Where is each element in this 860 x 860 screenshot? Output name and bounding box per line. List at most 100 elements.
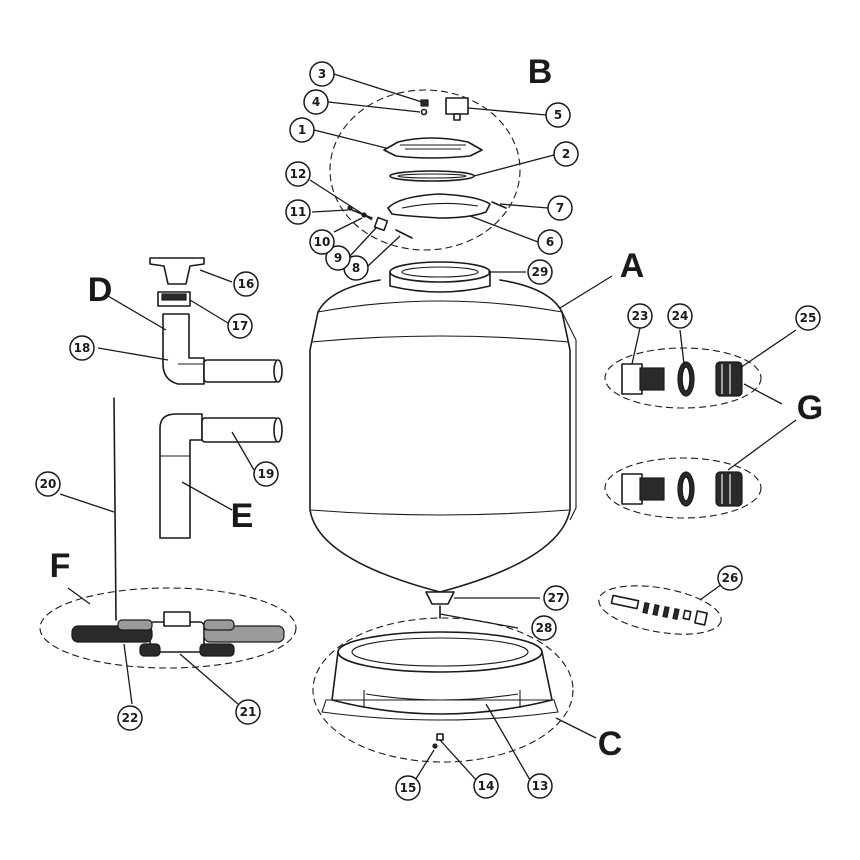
part-20-rod <box>113 397 117 621</box>
svg-text:27: 27 <box>548 591 565 605</box>
svg-text:24: 24 <box>672 309 689 323</box>
part-7-bolt <box>491 201 507 209</box>
callout-5: 5 <box>545 102 571 128</box>
group-label-b: B <box>528 53 553 91</box>
callout-27: 27 <box>543 585 569 611</box>
group-label-d: D <box>88 271 113 309</box>
callout-11: 11 <box>285 199 311 225</box>
part-26-stem <box>610 594 640 610</box>
callout-21: 21 <box>235 699 261 725</box>
svg-text:8: 8 <box>352 261 360 275</box>
callout-4: 4 <box>303 89 329 115</box>
callout-12: 12 <box>285 161 311 187</box>
svg-text:17: 17 <box>232 319 249 333</box>
part-29-neck-ring <box>389 261 491 283</box>
callout-20: 20 <box>35 471 61 497</box>
part-15-washer <box>432 743 438 749</box>
callout-1: 1 <box>289 117 315 143</box>
svg-text:19: 19 <box>258 467 275 481</box>
svg-text:15: 15 <box>400 781 417 795</box>
svg-text:10: 10 <box>314 235 331 249</box>
svg-text:22: 22 <box>122 711 139 725</box>
part-26-outline <box>598 585 722 635</box>
callout-26: 26 <box>717 565 743 591</box>
group-b-outline <box>329 89 521 251</box>
svg-text:1: 1 <box>298 123 306 137</box>
leader-lines <box>59 73 797 783</box>
group-label-e: E <box>231 497 254 535</box>
svg-text:16: 16 <box>238 277 255 291</box>
svg-text:2: 2 <box>562 147 570 161</box>
tank-body <box>309 261 577 619</box>
callout-7: 7 <box>547 195 573 221</box>
union-assembly <box>604 347 762 519</box>
callout-9: 9 <box>325 245 351 271</box>
svg-text:29: 29 <box>532 265 549 279</box>
callout-17: 17 <box>227 313 253 339</box>
svg-text:7: 7 <box>556 201 564 215</box>
lateral-assembly <box>39 397 297 669</box>
group-g-outline-top <box>604 347 762 409</box>
callout-29: 29 <box>527 259 553 285</box>
callout-28: 28 <box>531 615 557 641</box>
part-19-elbow <box>159 413 203 539</box>
svg-text:21: 21 <box>240 705 257 719</box>
part-9-knob <box>373 216 389 232</box>
svg-text:28: 28 <box>536 621 553 635</box>
callout-6: 6 <box>537 229 563 255</box>
part-18-elbow <box>162 313 205 385</box>
callout-10: 10 <box>309 229 335 255</box>
part-27-drain <box>425 591 455 605</box>
part-8-bolt <box>395 229 413 239</box>
svg-text:3: 3 <box>318 67 326 81</box>
group-c-outline <box>312 617 574 763</box>
callout-24: 24 <box>667 303 693 329</box>
part-4-washer <box>420 108 428 116</box>
svg-text:14: 14 <box>478 779 495 793</box>
group-f-outline <box>39 587 297 669</box>
svg-text:5: 5 <box>554 108 562 122</box>
lower-pipe-assembly <box>159 413 283 539</box>
svg-text:4: 4 <box>312 95 320 109</box>
svg-text:12: 12 <box>290 167 307 181</box>
callout-16: 16 <box>233 271 259 297</box>
group-label-g: G <box>797 389 823 427</box>
base-assembly <box>312 617 574 763</box>
callout-3: 3 <box>309 61 335 87</box>
callout-15: 15 <box>395 775 421 801</box>
tank-shell <box>309 279 571 593</box>
callout-13: 13 <box>527 773 553 799</box>
svg-text:18: 18 <box>74 341 91 355</box>
part-25-nut <box>715 361 743 397</box>
callout-25: 25 <box>795 305 821 331</box>
group-label-c: C <box>598 725 623 763</box>
part-6-clamp <box>387 193 491 219</box>
part-23-tail <box>621 363 643 395</box>
part-5-gauge <box>445 97 469 115</box>
part-14-screw <box>436 733 444 741</box>
svg-text:9: 9 <box>334 251 342 265</box>
callout-22: 22 <box>117 705 143 731</box>
part-2-o-ring <box>389 170 475 182</box>
callout-19: 19 <box>253 461 279 487</box>
callout-23: 23 <box>627 303 653 329</box>
svg-text:20: 20 <box>40 477 57 491</box>
callout-18: 18 <box>69 335 95 361</box>
lid-assembly <box>329 89 521 251</box>
svg-text:13: 13 <box>532 779 549 793</box>
svg-text:25: 25 <box>800 311 817 325</box>
valve-kit <box>598 585 722 635</box>
upper-pipe-assembly <box>149 257 283 385</box>
part-3-screw <box>420 99 429 107</box>
callout-2: 2 <box>553 141 579 167</box>
callout-14: 14 <box>473 773 499 799</box>
svg-text:26: 26 <box>722 571 739 585</box>
svg-text:11: 11 <box>290 205 307 219</box>
part-1-lid <box>383 137 483 159</box>
group-label-a: A <box>620 247 645 285</box>
group-label-f: F <box>50 547 71 585</box>
part-16-diffuser <box>149 257 205 285</box>
svg-text:23: 23 <box>632 309 649 323</box>
group-g-outline-bottom <box>604 457 762 519</box>
